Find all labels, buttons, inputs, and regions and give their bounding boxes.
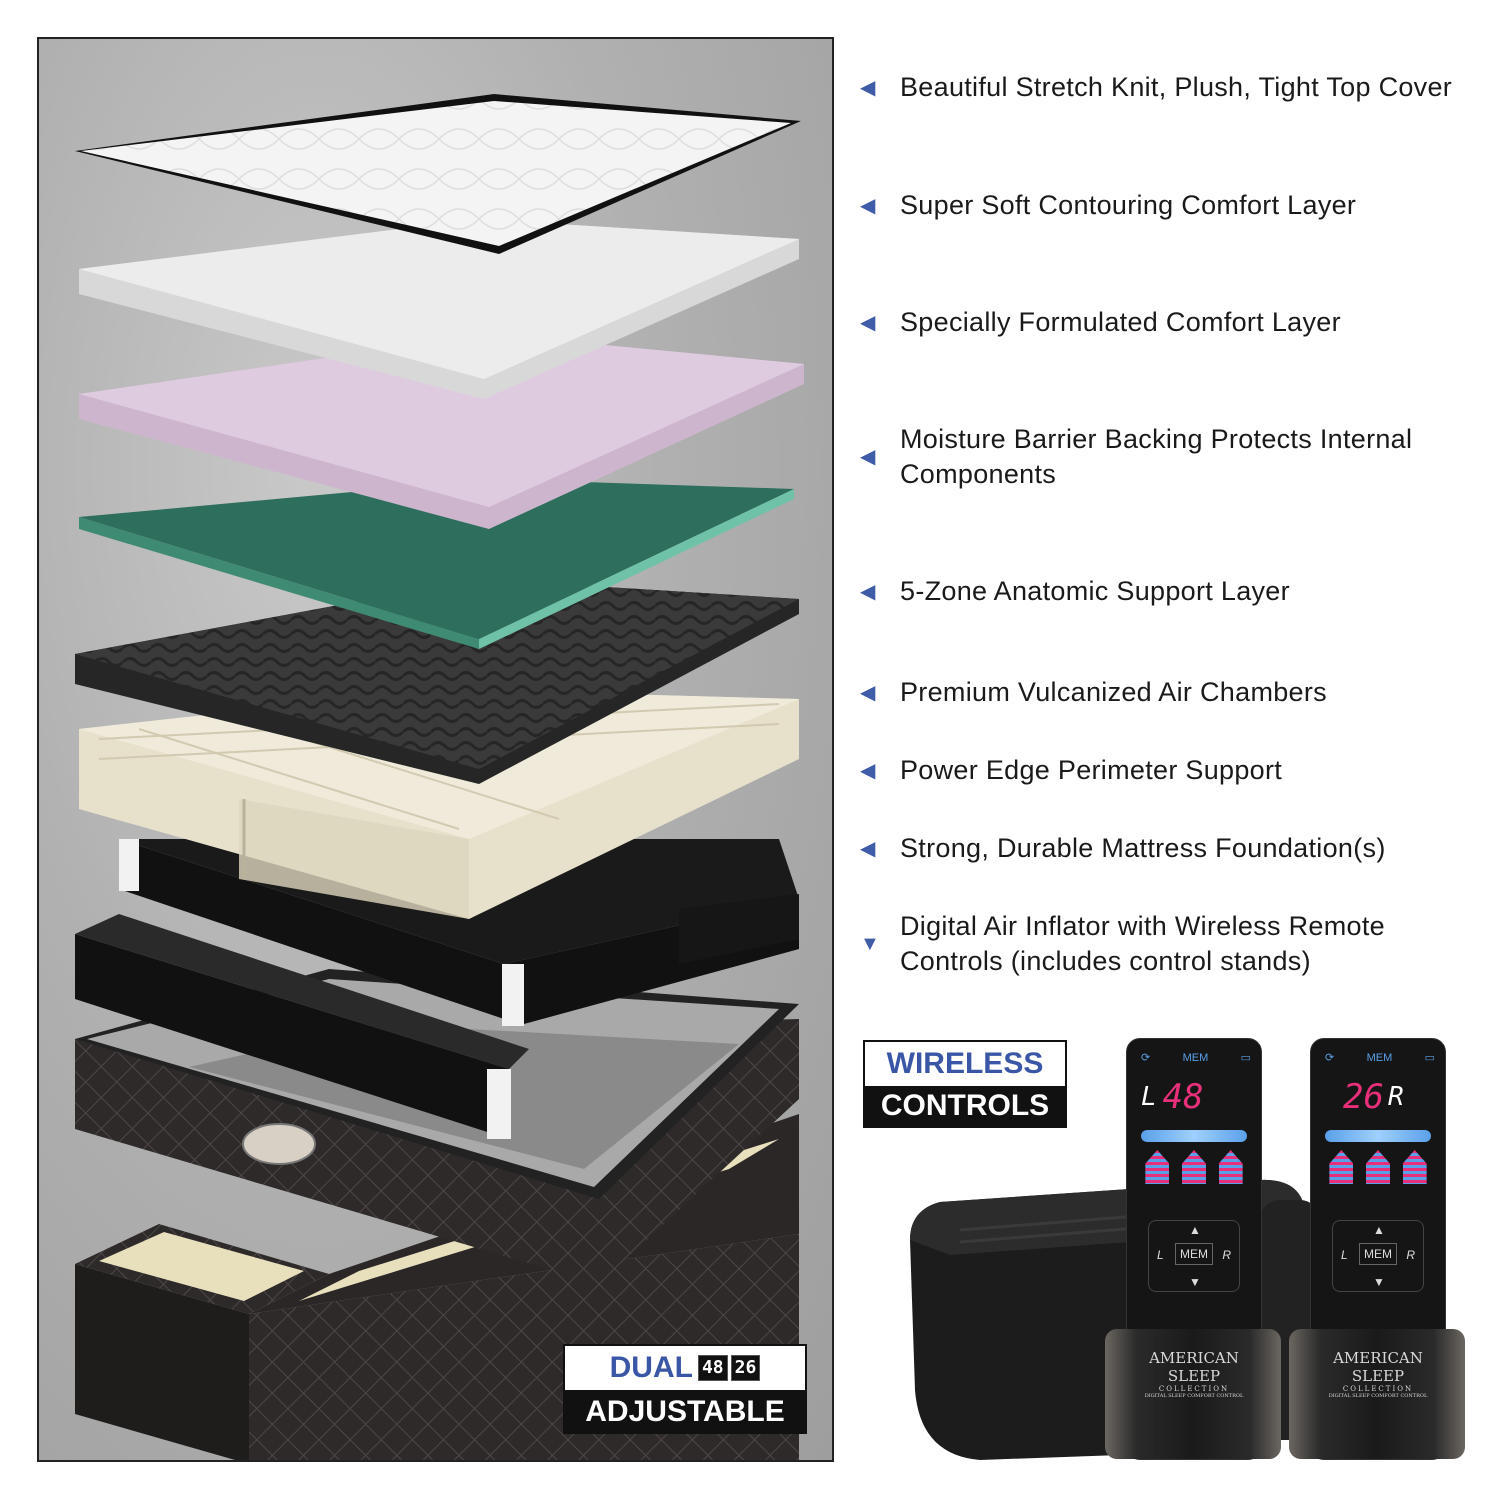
- formulated-comfort-layer: [79, 334, 804, 529]
- brand-line-2: SLEEP: [1351, 1367, 1405, 1385]
- controls-label: CONTROLS: [865, 1086, 1065, 1126]
- dual-adjustable-badge: DUAL 48 26 ADJUSTABLE: [563, 1344, 807, 1434]
- brand-line-3: COLLECTION: [1158, 1385, 1230, 1393]
- feature-text: Power Edge Perimeter Support: [900, 755, 1283, 785]
- mem-button[interactable]: MEM: [1359, 1243, 1397, 1265]
- dual-digit-left: 48: [697, 1355, 728, 1381]
- up-arrow-button[interactable]: ▲: [1189, 1223, 1201, 1237]
- remote-keypad: ▲ L MEM R ▼: [1148, 1220, 1240, 1292]
- zone-icon: [1402, 1150, 1427, 1184]
- brand-line-2: SLEEP: [1167, 1367, 1221, 1385]
- feature-text: Specially Formulated Comfort Layer: [900, 307, 1341, 337]
- brand-line-1: AMERICAN: [1149, 1349, 1239, 1367]
- zone-icon: [1145, 1150, 1170, 1184]
- wireless-controls-badge: WIRELESS CONTROLS: [863, 1040, 1067, 1128]
- remote-display: 26 R: [1343, 1072, 1433, 1122]
- sync-icon: ⟳: [1325, 1052, 1335, 1064]
- remote-keypad: ▲ L MEM R ▼: [1332, 1220, 1424, 1292]
- firmness-value: 48: [1162, 1077, 1204, 1117]
- inflator-and-remotes: ⟳ MEM ▭ L 48 ▲ L MEM R ▼ AMERICAN SLEEP …: [900, 1030, 1490, 1470]
- mem-label: MEM: [1182, 1051, 1209, 1064]
- feature-text: Super Soft Contouring Comfort Layer: [900, 190, 1357, 220]
- pointer-left-icon: ◀: [860, 837, 876, 860]
- feature-soft-contouring: ◀ Super Soft Contouring Comfort Layer: [860, 188, 1480, 223]
- sync-icon: ⟳: [1141, 1052, 1151, 1064]
- down-arrow-button[interactable]: ▼: [1189, 1275, 1201, 1289]
- remote-header: ⟳ MEM ▭: [1311, 1039, 1445, 1065]
- dual-label: DUAL: [609, 1351, 693, 1384]
- remote-stand: [1105, 1329, 1281, 1459]
- remote-display: L 48: [1141, 1072, 1249, 1122]
- pointer-left-icon: ◀: [860, 76, 876, 99]
- pointer-left-icon: ◀: [860, 681, 876, 704]
- body-figure-icon: [1325, 1130, 1431, 1142]
- left-button[interactable]: L: [1157, 1248, 1164, 1262]
- brand-line-1: AMERICAN: [1333, 1349, 1423, 1367]
- zone-indicators: [1311, 1150, 1445, 1184]
- mem-button[interactable]: MEM: [1175, 1243, 1213, 1265]
- left-button[interactable]: L: [1341, 1248, 1348, 1262]
- remote-control-left: ⟳ MEM ▭ L 48 ▲ L MEM R ▼ AMERICAN SLEEP …: [1105, 1038, 1281, 1460]
- feature-text: Strong, Durable Mattress Foundation(s): [900, 833, 1386, 863]
- side-indicator: L: [1141, 1082, 1157, 1112]
- adjustable-label: ADJUSTABLE: [565, 1390, 805, 1434]
- pointer-left-icon: ◀: [860, 580, 876, 603]
- feature-formulated-comfort: ◀ Specially Formulated Comfort Layer: [860, 305, 1480, 340]
- firmness-value: 26: [1343, 1077, 1384, 1117]
- top-cover-layer: [75, 94, 801, 254]
- pointer-left-icon: ◀: [860, 311, 876, 334]
- side-indicator: R: [1387, 1082, 1404, 1112]
- zone-icon: [1218, 1150, 1243, 1184]
- feature-text: Beautiful Stretch Knit, Plush, Tight Top…: [900, 72, 1453, 102]
- feature-top-cover: ◀ Beautiful Stretch Knit, Plush, Tight T…: [860, 70, 1480, 105]
- five-zone-support-layer: [75, 579, 799, 784]
- brand-line-4: DIGITAL SLEEP COMFORT CONTROL: [1328, 1393, 1428, 1399]
- down-arrow-button[interactable]: ▼: [1373, 1275, 1385, 1289]
- right-button[interactable]: R: [1406, 1248, 1415, 1262]
- zone-indicators: [1127, 1150, 1261, 1184]
- feature-foundation: ◀ Strong, Durable Mattress Foundation(s): [860, 831, 1480, 866]
- mattress-layer-diagram: DUAL 48 26 ADJUSTABLE: [37, 37, 834, 1462]
- mem-label: MEM: [1366, 1051, 1393, 1064]
- remote-control-right: ⟳ MEM ▭ 26 R ▲ L MEM R ▼ AMERICAN SLEEP …: [1289, 1038, 1465, 1460]
- brand-line-3: COLLECTION: [1342, 1385, 1414, 1393]
- brand-line-4: DIGITAL SLEEP COMFORT CONTROL: [1144, 1393, 1244, 1399]
- wireless-label: WIRELESS: [886, 1047, 1044, 1080]
- dual-badge-top: DUAL 48 26: [565, 1346, 805, 1390]
- zone-icon: [1365, 1150, 1390, 1184]
- feature-text: Premium Vulcanized Air Chambers: [900, 677, 1327, 707]
- battery-icon: ▭: [1240, 1052, 1251, 1064]
- remote-stand: [1289, 1329, 1465, 1459]
- moisture-barrier-layer: [79, 479, 794, 649]
- battery-icon: ▭: [1424, 1052, 1435, 1064]
- feature-air-chambers: ◀ Premium Vulcanized Air Chambers: [860, 675, 1480, 710]
- body-figure-icon: [1141, 1130, 1247, 1142]
- dual-digit-right: 26: [730, 1355, 761, 1381]
- brand-logo: AMERICAN SLEEP COLLECTION DIGITAL SLEEP …: [1311, 1349, 1445, 1399]
- feature-air-inflator: ▼ Digital Air Inflator with Wireless Rem…: [860, 909, 1480, 979]
- pointer-left-icon: ◀: [860, 446, 876, 468]
- feature-edge-support: ◀ Power Edge Perimeter Support: [860, 753, 1480, 788]
- up-arrow-button[interactable]: ▲: [1373, 1223, 1385, 1237]
- feature-five-zone: ◀ 5-Zone Anatomic Support Layer: [860, 574, 1480, 609]
- pointer-left-icon: ◀: [860, 759, 876, 782]
- zone-icon: [1181, 1150, 1206, 1184]
- mattress-layers-illustration: [75, 94, 804, 1460]
- feature-text: Moisture Barrier Backing Protects Intern…: [900, 424, 1413, 489]
- pointer-left-icon: ◀: [860, 194, 876, 217]
- brand-logo: AMERICAN SLEEP COLLECTION DIGITAL SLEEP …: [1127, 1349, 1261, 1399]
- feature-text: Digital Air Inflator with Wireless Remot…: [900, 911, 1385, 976]
- remote-header: ⟳ MEM ▭: [1127, 1039, 1261, 1065]
- soft-contouring-layer: [79, 219, 799, 399]
- zone-icon: [1329, 1150, 1354, 1184]
- right-button[interactable]: R: [1222, 1248, 1231, 1262]
- feature-moisture-barrier: ◀ Moisture Barrier Backing Protects Inte…: [860, 422, 1480, 492]
- pointer-down-icon: ▼: [860, 933, 880, 955]
- feature-text: 5-Zone Anatomic Support Layer: [900, 576, 1290, 606]
